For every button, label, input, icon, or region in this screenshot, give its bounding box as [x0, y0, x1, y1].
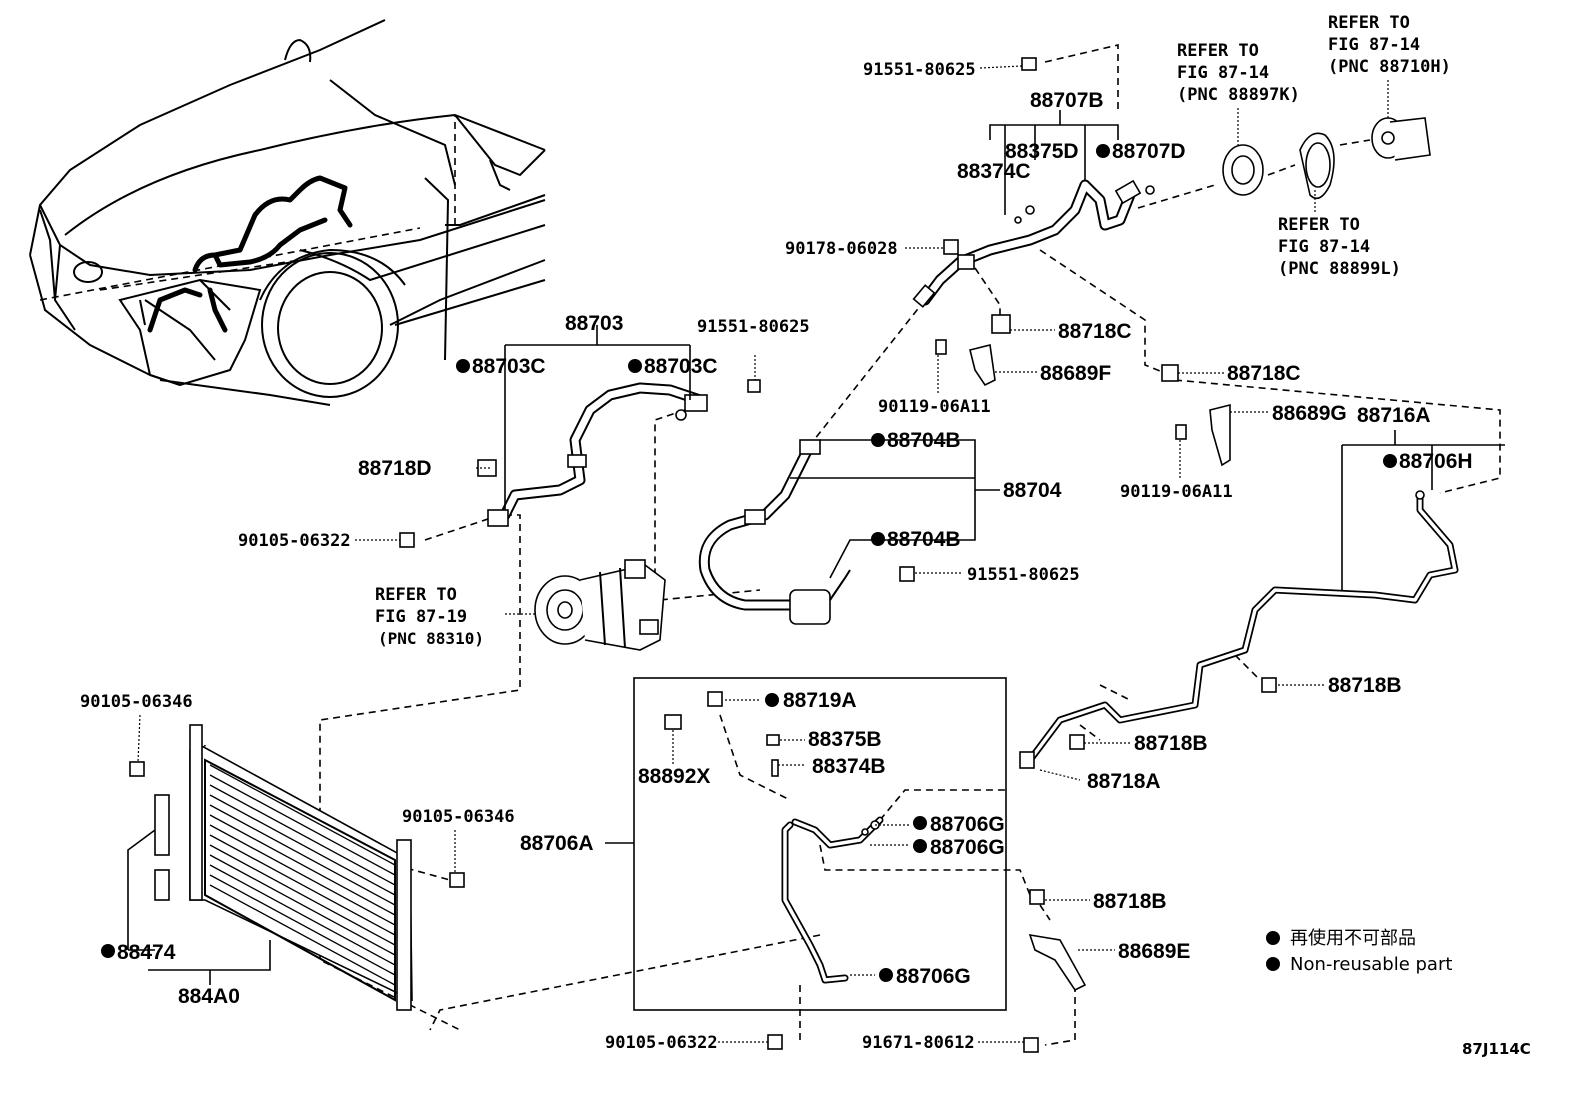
label-90178-06028: 90178-06028 — [785, 239, 898, 259]
label-88706A: 88706A — [520, 832, 594, 855]
label-88892X: 88892X — [638, 765, 710, 788]
ref-88899L-line2: FIG 87-14 — [1278, 237, 1370, 257]
clips-lower-right — [1023, 889, 1087, 1053]
discharge-pipe-88707B — [912, 179, 1155, 308]
ref-88310-line1: REFER TO — [375, 585, 457, 605]
label-88706G-1: 88706G — [930, 813, 1005, 836]
non-reusable-marker — [879, 968, 893, 982]
label-88706G-3: 88706G — [896, 965, 971, 988]
label-88707D: 88707D — [1112, 140, 1186, 163]
ref-88897K-line3: (PNC 88897K) — [1177, 85, 1300, 105]
label-90105-06322-bottom: 90105-06322 — [605, 1033, 718, 1053]
legend-english: Non-reusable part — [1290, 954, 1452, 975]
reference-notes: REFER TO FIG 87-14 (PNC 88710H) REFER TO… — [375, 13, 1451, 648]
label-88716A: 88716A — [1357, 404, 1431, 427]
compressor — [534, 559, 666, 651]
non-reusable-marker — [913, 816, 927, 830]
label-91671-80612: 91671-80612 — [862, 1033, 975, 1053]
legend-marker-en — [1266, 957, 1280, 971]
label-88718B-2: 88718B — [1134, 732, 1208, 755]
ref-88710H-line1: REFER TO — [1328, 13, 1410, 33]
grouping-brackets — [127, 110, 1505, 985]
pipe-group-88706A — [633, 677, 1007, 1050]
non-reusable-marker — [1383, 454, 1397, 468]
label-88703: 88703 — [565, 312, 623, 335]
label-88689G: 88689G — [1272, 402, 1347, 425]
label-88689F: 88689F — [1040, 362, 1111, 385]
label-88703C-2: 88703C — [644, 355, 718, 378]
label-91551-80625-right: 91551-80625 — [967, 565, 1080, 585]
label-88374B: 88374B — [812, 755, 886, 778]
label-88718B-3: 88718B — [1093, 890, 1167, 913]
non-reusable-marker — [913, 839, 927, 853]
label-90105-06322-top: 90105-06322 — [238, 531, 351, 551]
ref-88310-line3: (PNC 88310) — [378, 629, 484, 648]
label-88704B-1: 88704B — [887, 429, 961, 452]
label-88718B-1: 88718B — [1328, 674, 1402, 697]
condenser-fins — [209, 764, 396, 986]
non-reusable-marker — [456, 359, 470, 373]
label-88703C-1: 88703C — [472, 355, 546, 378]
label-88718C-2: 88718C — [1227, 362, 1301, 385]
ref-88897K-line2: FIG 87-14 — [1177, 63, 1269, 83]
connection-lines — [199, 43, 1501, 1046]
non-reusable-marker — [101, 944, 115, 958]
label-88704: 88704 — [1003, 479, 1062, 502]
label-884A0: 884A0 — [178, 985, 240, 1008]
label-88375D: 88375D — [1005, 140, 1079, 163]
non-reusable-marker — [628, 359, 642, 373]
ref-88899L-line1: REFER TO — [1278, 215, 1360, 235]
label-90105-06346-left: 90105-06346 — [80, 692, 193, 712]
label-88474: 88474 — [117, 941, 176, 964]
hose-88704 — [698, 439, 915, 625]
label-91551-80625-top: 91551-80625 — [863, 60, 976, 80]
non-reusable-marker — [1096, 144, 1110, 158]
ref-88897K-line1: REFER TO — [1177, 41, 1259, 61]
label-90119-06A11-1: 90119-06A11 — [878, 397, 991, 417]
label-91551-80625-mid: 91551-80625 — [697, 317, 810, 337]
label-88706G-2: 88706G — [930, 836, 1005, 859]
condenser — [129, 724, 465, 1011]
label-88374C: 88374C — [957, 160, 1031, 183]
label-88704B-2: 88704B — [887, 528, 961, 551]
legend-marker-jp — [1266, 931, 1280, 945]
ref-88710H-line2: FIG 87-14 — [1328, 35, 1420, 55]
non-reusable-marker — [871, 433, 885, 447]
suction-hose-88703 — [399, 382, 708, 548]
label-88375B: 88375B — [808, 728, 882, 751]
non-reusable-marker — [871, 532, 885, 546]
label-88689E: 88689E — [1118, 940, 1190, 963]
label-88718D: 88718D — [358, 457, 432, 480]
leader-lines — [137, 65, 1325, 1043]
label-88719A: 88719A — [783, 689, 857, 712]
refer-to-parts — [1222, 117, 1431, 200]
part-labels: 91551-80625 88707B 88375D 88707D 88374C … — [80, 60, 1473, 1053]
label-88718C-1: 88718C — [1058, 320, 1132, 343]
legend: 再使用不可部品 Non-reusable part — [1266, 928, 1452, 975]
ref-88310-line2: FIG 87-19 — [375, 607, 467, 627]
non-reusable-marker — [765, 693, 779, 707]
label-88707B: 88707B — [1030, 89, 1104, 112]
label-90105-06346-right: 90105-06346 — [402, 807, 515, 827]
label-88706H: 88706H — [1399, 450, 1473, 473]
figure-code: 87J114C — [1462, 1040, 1531, 1058]
vehicle-front-illustration — [29, 19, 546, 406]
ref-88710H-line3: (PNC 88710H) — [1328, 57, 1451, 77]
clips-upper — [747, 57, 1231, 467]
label-90119-06A11-2: 90119-06A11 — [1120, 482, 1233, 502]
label-88718A: 88718A — [1087, 770, 1161, 793]
legend-japanese: 再使用不可部品 — [1290, 928, 1416, 949]
pipe-88716A — [1019, 490, 1459, 769]
ref-88899L-line3: (PNC 88899L) — [1278, 259, 1401, 279]
